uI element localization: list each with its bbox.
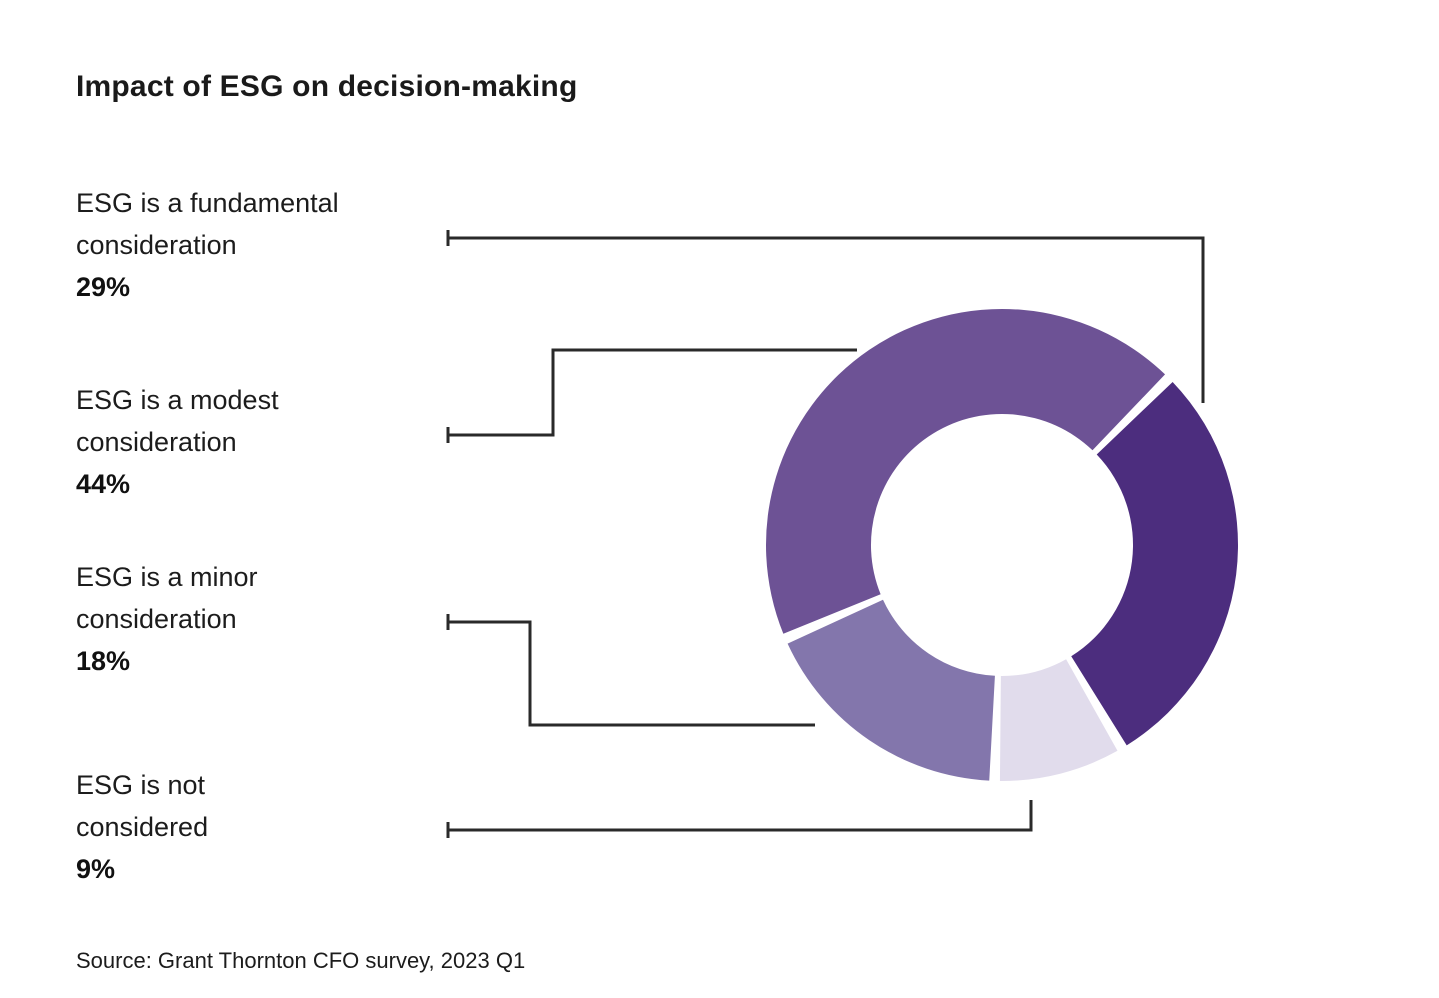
legend-value-minor: 18% (76, 646, 131, 676)
leader-line-modest (446, 348, 857, 443)
leader-path-fundamental (448, 236, 1205, 403)
legend-value-not-considered: 9% (76, 854, 116, 884)
legend-label-not-considered-line1: ESG is not (76, 770, 206, 800)
donut-segment-fundamental (1071, 381, 1239, 746)
leader-path-modest (448, 348, 857, 437)
donut-segment-modest (765, 308, 1166, 634)
legend-value-modest: 44% (76, 469, 131, 499)
legend-label-not-considered: ESG is not considered 9% (76, 764, 456, 890)
legend-label-fundamental: ESG is a fundamental consideration 29% (76, 182, 456, 308)
donut-segment-not-considered (999, 659, 1118, 781)
legend-label-fundamental-line1: ESG is a fundamental (76, 188, 339, 218)
legend-label-minor-line2: consideration (76, 604, 237, 634)
legend-label-minor-line1: ESG is a minor (76, 562, 258, 592)
leader-path-minor (448, 620, 815, 727)
leader-line-minor (446, 614, 815, 727)
source-note: Source: Grant Thornton CFO survey, 2023 … (76, 948, 526, 973)
leader-path-not-considered (448, 800, 1033, 832)
legend-label-modest-line1: ESG is a modest (76, 385, 279, 415)
legend-label-not-considered-line2: considered (76, 812, 209, 842)
donut-segments (765, 308, 1239, 781)
legend-value-fundamental: 29% (76, 272, 131, 302)
legend-label-modest: ESG is a modest consideration 44% (76, 379, 456, 505)
donut-segment-minor (787, 599, 995, 781)
legend-label-minor: ESG is a minor consideration 18% (76, 556, 456, 682)
legend-label-fundamental-line2: consideration (76, 230, 237, 260)
chart-title: Impact of ESG on decision-making (76, 70, 578, 103)
legend-label-modest-line2: consideration (76, 427, 237, 457)
leader-line-fundamental (446, 230, 1205, 403)
leader-line-not-considered (446, 800, 1033, 838)
